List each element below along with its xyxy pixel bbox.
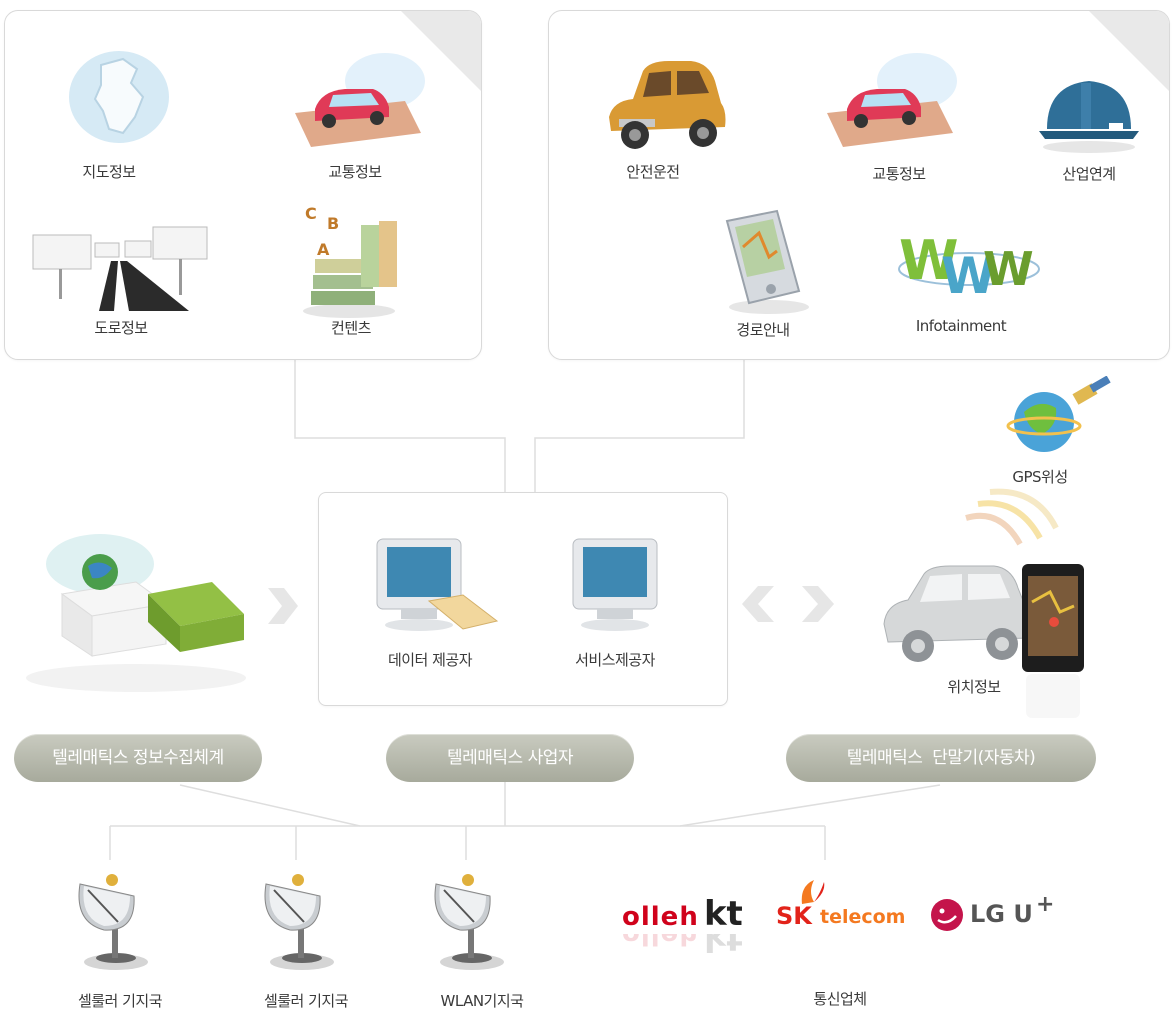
traffic-info-label: 교통정보 (872, 165, 926, 183)
sk-text: SK (776, 902, 812, 930)
kt-text: kt (703, 894, 743, 934)
svg-text:C: C (305, 204, 317, 223)
cellular-station-label: 셀룰러 기지국 (263, 992, 349, 1010)
kt-logo: olleh kt (622, 894, 743, 934)
service-provider-computer-icon (572, 538, 658, 631)
services-panel: 안전운전 교통정보 산업연계 경로안내 W W W Infotainment (548, 10, 1170, 360)
info-collection-box-icon (26, 534, 246, 692)
location-info-label: 위치정보 (947, 678, 1001, 696)
car-traffic-icon (827, 53, 957, 147)
terminal-pill: 텔레매틱스 단말기(자동차) (786, 734, 1096, 782)
data-provider-label: 데이터 제공자 (387, 651, 473, 669)
service-provider-label: 서비스제공자 (575, 651, 655, 669)
data-provider-computer-icon (376, 538, 499, 631)
books-content-icon: C B A (303, 204, 397, 318)
svg-text:A: A (317, 240, 330, 259)
gps-satellite-icon (1006, 376, 1111, 452)
satellite-dish-icon (264, 874, 334, 970)
lg-plus-text: + (1036, 892, 1055, 917)
www-globe-icon: W W W (898, 229, 1040, 305)
lg-u-text: LG U (970, 900, 1033, 928)
signal-waves-icon (965, 488, 1059, 546)
smartphone-icon (1022, 564, 1084, 718)
arrow-left-icon (742, 586, 774, 622)
satellite-dish-icon (78, 874, 148, 970)
wlan-station-label: WLAN기지국 (440, 992, 524, 1010)
map-info-label: 지도정보 (82, 163, 136, 181)
carriers-label: 통신업체 (813, 990, 867, 1008)
panel-fold-corner (1089, 11, 1169, 91)
collection-system-pill: 텔레매틱스 정보수집체계 (14, 734, 262, 782)
road-billboards-icon (32, 226, 208, 311)
telecom-text: telecom (820, 906, 906, 928)
cellular-station-label: 셀룰러 기지국 (77, 992, 163, 1010)
sk-butterfly-icon (801, 880, 825, 904)
provider-box: 데이터 제공자 서비스제공자 (318, 492, 728, 706)
svg-text:W: W (899, 229, 959, 292)
info-sources-panel: 지도정보 교통정보 도로정보 C B A 컨텐츠 (4, 10, 482, 360)
industry-link-label: 산업연계 (1062, 165, 1116, 183)
operator-pill: 텔레매틱스 사업자 (386, 734, 634, 782)
vehicle-car-icon (883, 565, 1031, 662)
lg-face-icon (931, 899, 963, 931)
arrow-right-icon (268, 588, 298, 624)
traffic-info-label: 교통정보 (328, 163, 382, 181)
korea-map-icon (69, 51, 169, 143)
road-info-label: 도로정보 (94, 319, 148, 337)
svg-text:W: W (941, 247, 996, 305)
route-guidance-label: 경로안내 (736, 321, 790, 339)
arrow-right-icon (802, 586, 834, 622)
kt-logo-reflection: olleh kt (622, 934, 743, 958)
infotainment-label: Infotainment (915, 317, 1007, 335)
svg-text:W: W (983, 242, 1034, 296)
hard-hat-icon (1039, 81, 1139, 153)
car-traffic-icon (295, 53, 425, 147)
kt-reflection: kt (703, 934, 743, 958)
contents-label: 컨텐츠 (331, 319, 371, 337)
gps-satellite-label: GPS위성 (1012, 468, 1068, 486)
safe-driving-car-icon (609, 61, 726, 149)
svg-text:B: B (327, 214, 339, 233)
satellite-dish-icon (434, 874, 504, 970)
kt-olleh-reflection: olleh (622, 934, 699, 950)
navigation-pda-icon (725, 209, 809, 314)
kt-olleh-text: olleh (622, 902, 699, 932)
safe-driving-label: 안전운전 (626, 163, 680, 181)
